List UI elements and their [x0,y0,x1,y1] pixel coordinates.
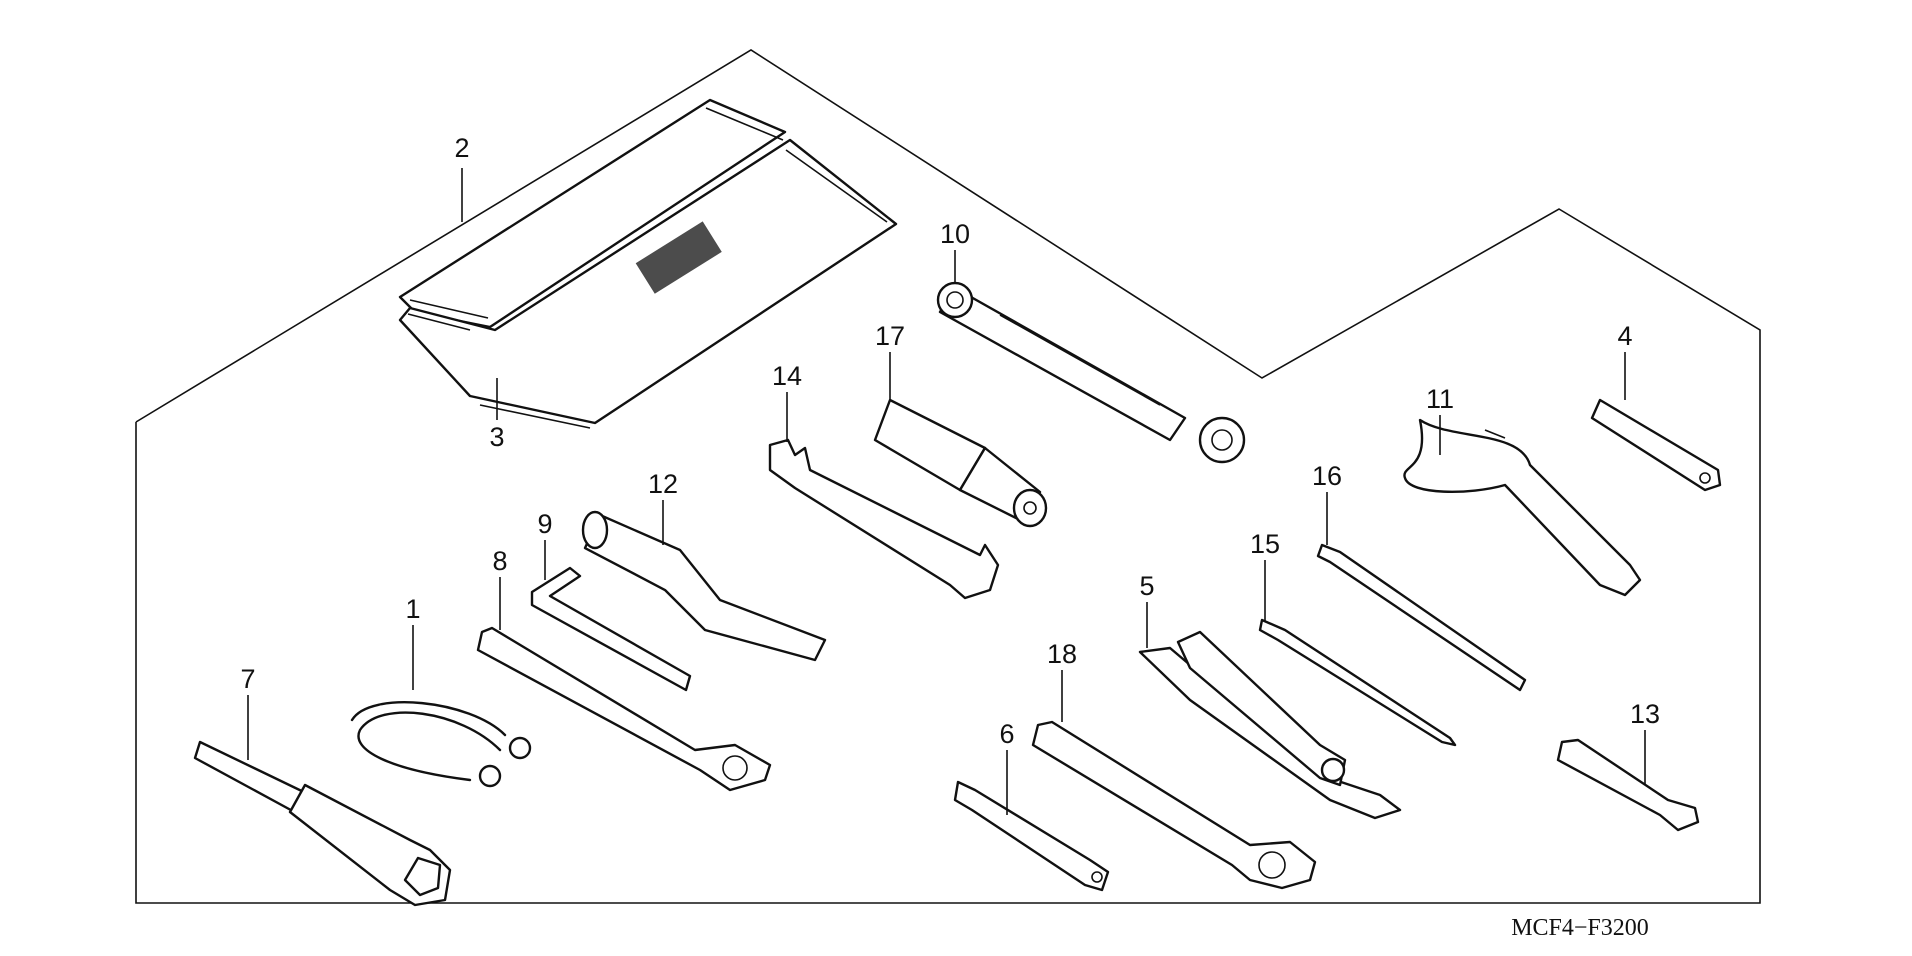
callout-15: 15 [1250,529,1280,559]
callout-13: 13 [1630,699,1660,729]
strap-1 [350,701,532,788]
callout-1: 1 [405,594,420,624]
plug-socket-7 [193,740,452,907]
callout-17: 17 [875,321,905,351]
tool-bag [398,98,898,429]
ring-wrench-10 [936,281,1246,464]
open-end-wrench-14 [768,438,1000,600]
callout-5: 5 [1139,571,1154,601]
callout-6: 6 [999,719,1014,749]
pin-spanner-11 [1403,418,1642,597]
callout-12: 12 [648,469,678,499]
hex-key-9 [530,566,692,692]
callout-9: 9 [537,509,552,539]
screwdriver-16 [1316,543,1527,692]
kit-outline [135,49,1761,904]
box-wrench-18 [1031,720,1317,890]
extension-6 [953,780,1110,892]
open-end-wrench-13 [1556,738,1700,832]
callout-3: 3 [489,422,504,452]
pliers-5 [1138,630,1402,820]
callout-2: 2 [454,133,469,163]
part-code: MCF4−F3200 [1511,915,1649,941]
screwdriver-15 [1258,618,1457,747]
callout-18: 18 [1047,639,1077,669]
callout-7: 7 [240,664,255,694]
callout-10: 10 [940,219,970,249]
callout-11: 11 [1426,384,1454,414]
flat-tool-4 [1590,398,1722,492]
callout-16: 16 [1312,461,1342,491]
tube-handle-12 [581,510,827,662]
callout-8: 8 [492,546,507,576]
callout-14: 14 [772,361,802,391]
callout-4: 4 [1617,321,1632,351]
driver-handle-17 [873,398,1048,528]
box-wrench-8 [476,626,772,792]
